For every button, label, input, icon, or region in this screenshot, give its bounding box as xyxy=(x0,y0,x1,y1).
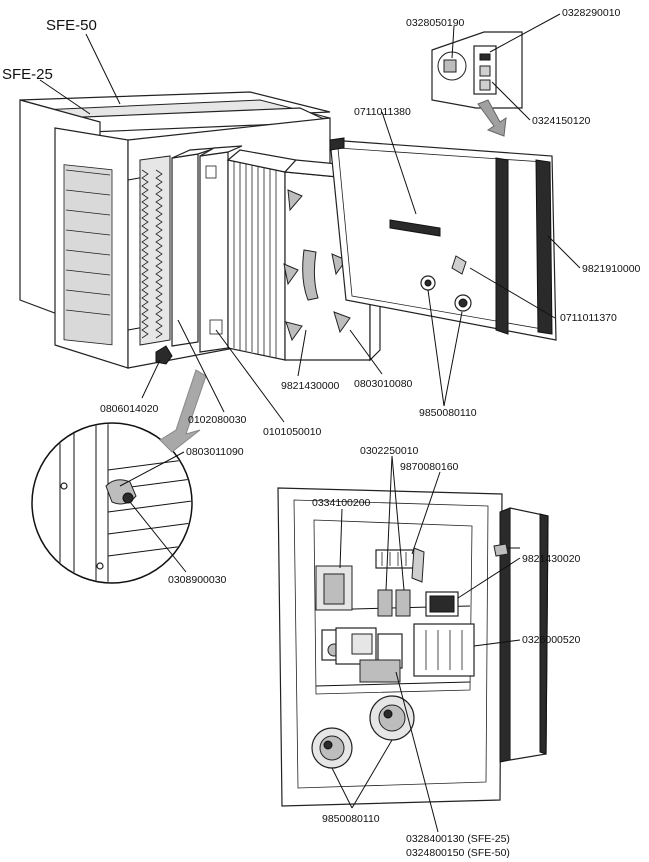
label-0711011370: 0711011370 xyxy=(560,312,617,324)
label-9870080160: 9870080160 xyxy=(400,461,459,473)
front-door-panel xyxy=(329,137,557,341)
switch-panel-detail xyxy=(431,31,523,137)
label-9821430020: 9821430020 xyxy=(522,553,581,565)
label-0806014020: 0806014020 xyxy=(100,403,159,415)
label-0711011380: 0711011380 xyxy=(354,106,411,118)
label-9821910000: 9821910000 xyxy=(582,263,641,275)
filter-cassettes: ⇨ xyxy=(139,145,382,365)
label-0324150120: 0324150120 xyxy=(532,115,591,127)
label-0328050190: 0328050190 xyxy=(406,17,465,29)
label-0803010080: 0803010080 xyxy=(354,378,413,390)
leader-lines xyxy=(39,13,581,833)
label-9821430000: 9821430000 xyxy=(281,380,340,392)
label-0308900030: 0308900030 xyxy=(168,574,227,586)
label-9850080110-top: 9850080110 xyxy=(419,407,477,419)
label-0803011090: 0803011090 xyxy=(186,446,244,458)
label-0328290010: 0328290010 xyxy=(562,7,621,19)
label-0102080030: 0102080030 xyxy=(188,414,247,426)
electrical-cabinet xyxy=(277,487,549,807)
model-label-sfe25: SFE-25 xyxy=(2,66,53,83)
part-labels: SFE-50 SFE-25 0328050190 0328290010 0324… xyxy=(2,7,641,859)
label-0302250010: 0302250010 xyxy=(360,445,419,457)
label-0334100200: 0334100200 xyxy=(312,497,371,509)
label-0328400130: 0328400130 (SFE-25) xyxy=(406,833,510,845)
label-0324800150: 0324800150 (SFE-50) xyxy=(406,847,510,859)
label-9850080110-bottom: 9850080110 xyxy=(322,813,380,825)
label-0326000520: 0326000520 xyxy=(522,634,581,646)
hinge-detail-circle xyxy=(31,369,207,584)
model-label-sfe50: SFE-50 xyxy=(46,17,97,34)
label-0101050010: 0101050010 xyxy=(263,426,322,438)
